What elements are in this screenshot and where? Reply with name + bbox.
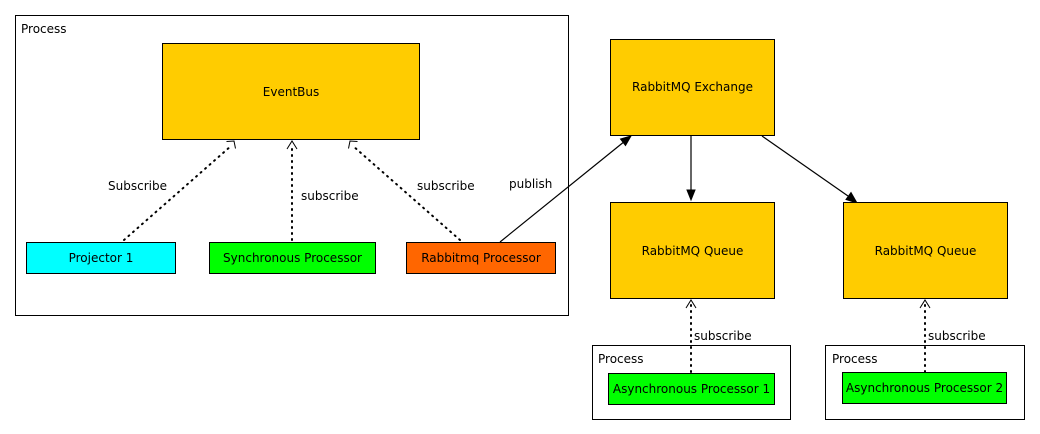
node-rabbitmq-queue-1-label: RabbitMQ Queue (642, 244, 744, 258)
node-async-processor-1-box[interactable] (608, 373, 775, 405)
node-rabbitmq-exchange[interactable]: RabbitMQ Exchange (610, 39, 775, 136)
edge-publish: publish (499, 135, 633, 243)
node-async-processor-2-box[interactable] (842, 372, 1007, 404)
node-rabbitmq-queue-1[interactable]: RabbitMQ Queue (610, 202, 775, 299)
node-async-processor-2-label: Asynchronous Processor 2 (846, 381, 1003, 395)
async-process-1-label: Process (598, 352, 644, 366)
edge-async-2-subscribe-label: subscribe (928, 329, 986, 343)
edge-exchange-to-queue-2-line (761, 135, 849, 197)
node-async-processor-1-label: Asynchronous Processor 1 (613, 382, 770, 396)
node-synchronous-processor-label: Synchronous Processor (223, 251, 362, 265)
open-arrowhead-icon (348, 140, 358, 149)
node-rabbitmq-queue-2-label: RabbitMQ Queue (875, 244, 977, 258)
filled-arrowhead-icon (686, 189, 696, 202)
edge-async-2-subscribe: subscribe (919, 299, 986, 373)
node-projector-1-label: Projector 1 (69, 251, 134, 265)
node-rabbitmq-processor-label: Rabbitmq Processor (421, 251, 541, 265)
node-rabbitmq-queue-1-box[interactable] (610, 202, 775, 299)
edge-async-1-subscribe-label: subscribe (694, 329, 752, 343)
edge-sync-subscribe-label: subscribe (301, 189, 359, 203)
node-async-processor-1[interactable]: Asynchronous Processor 1 (608, 373, 775, 405)
node-rabbitmq-exchange-box[interactable] (610, 39, 775, 136)
edge-async-1-subscribe: subscribe (685, 299, 752, 373)
edge-exchange-to-queue-1 (686, 136, 696, 202)
edge-exchange-to-queue-2 (761, 135, 859, 204)
open-arrowhead-icon (919, 299, 931, 309)
node-eventbus[interactable]: EventBus (162, 43, 420, 140)
edge-publish-line (499, 140, 626, 243)
node-rabbitmq-queue-2[interactable]: RabbitMQ Queue (843, 202, 1008, 299)
edge-projector-subscribe-label: Subscribe (108, 179, 167, 193)
node-rabbitmq-exchange-label: RabbitMQ Exchange (632, 80, 753, 94)
node-rabbitmq-processor-box[interactable] (406, 242, 556, 274)
edge-projector-subscribe: Subscribe (108, 140, 236, 241)
main-process-label: Process (21, 22, 67, 36)
node-rabbitmq-processor[interactable]: Rabbitmq Processor (406, 242, 556, 274)
edge-projector-subscribe-line (123, 145, 232, 241)
node-projector-1-box[interactable] (26, 242, 176, 274)
open-arrowhead-icon (226, 140, 236, 149)
edge-publish-label: publish (509, 177, 552, 191)
filled-arrowhead-icon (845, 191, 859, 204)
node-synchronous-processor-box[interactable] (209, 242, 376, 274)
edge-sync-subscribe: subscribe (286, 140, 359, 241)
filled-arrowhead-icon (619, 135, 633, 147)
node-projector-1[interactable]: Projector 1 (26, 242, 176, 274)
node-eventbus-label: EventBus (263, 85, 319, 99)
open-arrowhead-icon (286, 140, 298, 150)
edge-rabbitmq-subscribe-line (352, 145, 461, 241)
open-arrowhead-icon (685, 299, 697, 309)
node-rabbitmq-queue-2-box[interactable] (843, 202, 1008, 299)
node-synchronous-processor[interactable]: Synchronous Processor (209, 242, 376, 274)
edge-rabbitmq-subscribe-label: subscribe (417, 179, 475, 193)
async-process-2-label: Process (832, 352, 878, 366)
node-eventbus-box[interactable] (162, 43, 420, 140)
node-async-processor-2[interactable]: Asynchronous Processor 2 (842, 372, 1007, 404)
edge-rabbitmq-subscribe: subscribe (348, 140, 475, 241)
